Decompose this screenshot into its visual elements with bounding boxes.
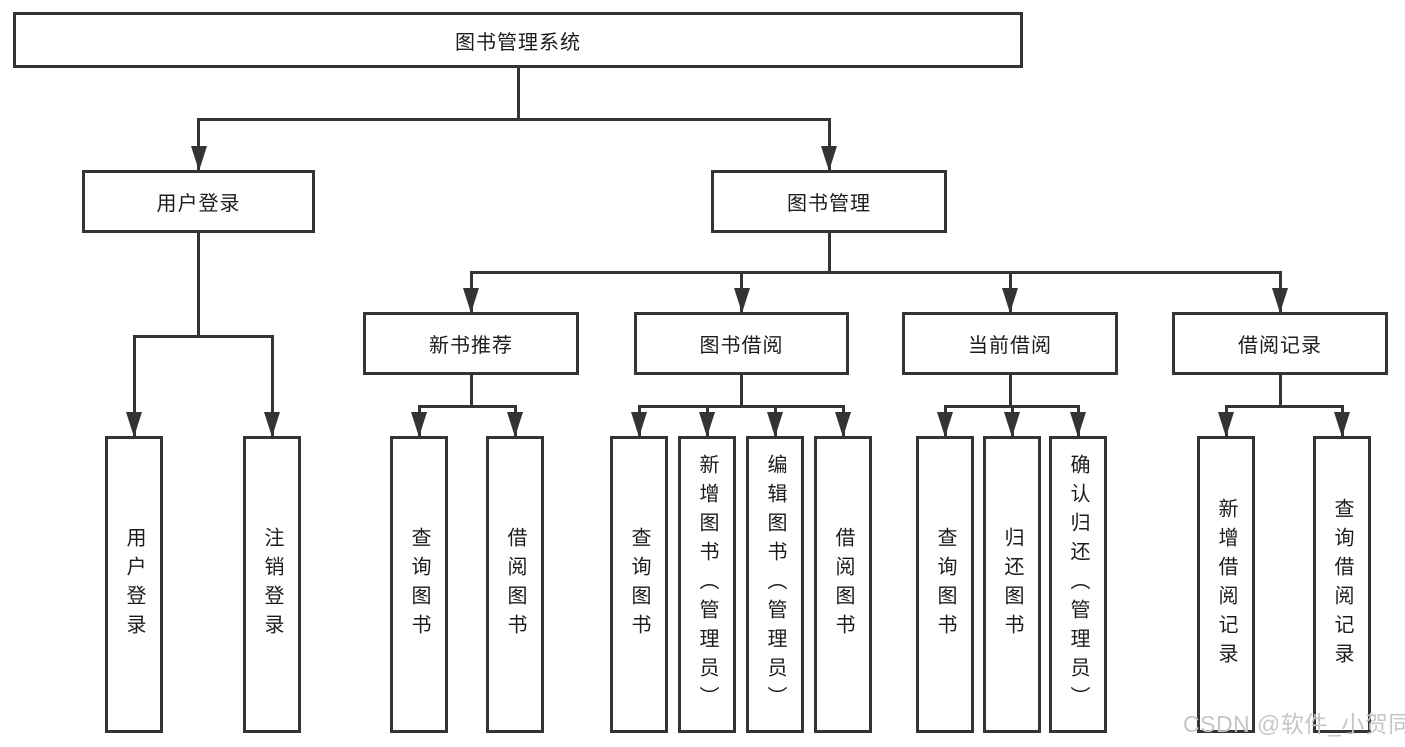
- node-leaf-user-login: 用户登录: [105, 436, 163, 733]
- connector-stem-current-borrow: [1008, 375, 1012, 405]
- node-label-leaf-borrow-book-1: 借阅图书: [504, 526, 526, 643]
- node-label-leaf-query-book-3: 查询图书: [934, 526, 956, 643]
- node-new-book-rec: 新书推荐: [363, 312, 579, 375]
- node-root: 图书管理系统: [13, 12, 1023, 68]
- arrowhead-leaf-user-login: [126, 412, 142, 437]
- connector-rail-borrow-record: [1224, 405, 1344, 408]
- connector-drop-leaf-logout: [270, 335, 274, 436]
- arrowhead-leaf-confirm-return-admin: [1070, 412, 1086, 437]
- arrowhead-leaf-query-book-2: [631, 412, 647, 437]
- arrowhead-leaf-borrow-book-2: [835, 412, 851, 437]
- node-label-leaf-query-book-1: 查询图书: [408, 526, 430, 643]
- node-leaf-query-book-3: 查询图书: [916, 436, 974, 733]
- arrowhead-user-login: [190, 146, 207, 171]
- connector-stem-book-mgmt: [827, 233, 831, 271]
- connector-rail-new-book-rec: [417, 405, 517, 408]
- node-leaf-borrow-book-2: 借阅图书: [814, 436, 872, 733]
- connector-stem-book-borrow: [740, 375, 743, 405]
- node-label-borrow-record: 借阅记录: [1238, 335, 1322, 357]
- connector-rail-book-mgmt: [469, 271, 1282, 274]
- node-leaf-borrow-book-1: 借阅图书: [486, 436, 544, 733]
- connector-stem-user-login: [197, 233, 200, 335]
- node-label-leaf-edit-book-admin: 编辑图书（管理员）: [764, 454, 786, 715]
- arrowhead-current-borrow: [1002, 288, 1018, 313]
- connector-drop-user-login: [197, 118, 200, 170]
- node-label-leaf-confirm-return-admin: 确认归还（管理员）: [1067, 454, 1089, 715]
- node-leaf-query-book-2: 查询图书: [610, 436, 668, 733]
- node-label-leaf-user-login: 用户登录: [123, 526, 145, 643]
- arrowhead-borrow-record: [1272, 288, 1288, 313]
- node-book-borrow: 图书借阅: [634, 312, 849, 375]
- node-label-book-mgmt: 图书管理: [787, 193, 871, 215]
- node-label-leaf-return-book: 归还图书: [1001, 526, 1023, 643]
- node-borrow-record: 借阅记录: [1172, 312, 1388, 375]
- node-label-leaf-borrow-book-2: 借阅图书: [832, 526, 854, 643]
- node-label-current-borrow: 当前借阅: [968, 335, 1052, 357]
- node-leaf-edit-book-admin: 编辑图书（管理员）: [746, 436, 804, 733]
- arrowhead-leaf-borrow-book-1: [507, 412, 523, 437]
- node-leaf-logout: 注销登录: [243, 436, 301, 733]
- node-leaf-return-book: 归还图书: [983, 436, 1041, 733]
- arrowhead-book-mgmt: [821, 146, 837, 171]
- node-leaf-query-book-1: 查询图书: [390, 436, 448, 733]
- node-label-new-book-rec: 新书推荐: [429, 335, 513, 357]
- arrowhead-leaf-query-book-3: [937, 412, 953, 437]
- connector-rail-user-login: [132, 335, 274, 338]
- connector-stem-root: [516, 68, 520, 118]
- node-book-mgmt: 图书管理: [711, 170, 947, 233]
- connector-rail-root: [197, 118, 831, 121]
- node-leaf-query-borrow-record: 查询借阅记录: [1313, 436, 1371, 733]
- connector-stem-borrow-record: [1278, 375, 1282, 405]
- node-label-user-login: 用户登录: [156, 193, 241, 215]
- arrowhead-new-book-rec: [463, 288, 479, 313]
- arrowhead-leaf-query-book-1: [411, 412, 427, 437]
- node-label-book-borrow: 图书借阅: [699, 335, 784, 357]
- node-label-leaf-add-borrow-record: 新增借阅记录: [1215, 497, 1237, 672]
- node-current-borrow: 当前借阅: [902, 312, 1118, 375]
- node-label-leaf-logout: 注销登录: [261, 526, 283, 643]
- arrowhead-leaf-logout: [264, 412, 280, 437]
- node-leaf-add-borrow-record: 新增借阅记录: [1197, 436, 1255, 733]
- arrowhead-leaf-return-book: [1004, 412, 1020, 437]
- connector-rail-book-borrow: [637, 405, 845, 408]
- node-label-leaf-add-book-admin: 新增图书（管理员）: [696, 454, 718, 715]
- node-leaf-confirm-return-admin: 确认归还（管理员）: [1049, 436, 1107, 733]
- arrowhead-leaf-add-book-admin: [699, 412, 715, 437]
- connector-drop-leaf-user-login: [132, 335, 136, 436]
- node-label-leaf-query-book-2: 查询图书: [628, 526, 650, 643]
- arrowhead-leaf-edit-book-admin: [767, 412, 783, 437]
- arrowhead-leaf-query-borrow-record: [1334, 412, 1350, 437]
- node-user-login: 用户登录: [82, 170, 315, 233]
- arrowhead-book-borrow: [733, 288, 750, 313]
- arrowhead-leaf-add-borrow-record: [1218, 412, 1234, 437]
- connector-drop-book-mgmt: [827, 118, 831, 170]
- node-label-root: 图书管理系统: [455, 31, 581, 54]
- csdn-watermark: CSDN @软件_小贺同学: [1183, 711, 1405, 737]
- connector-stem-new-book-rec: [469, 375, 473, 405]
- node-leaf-add-book-admin: 新增图书（管理员）: [678, 436, 736, 733]
- node-label-leaf-query-borrow-record: 查询借阅记录: [1331, 497, 1353, 672]
